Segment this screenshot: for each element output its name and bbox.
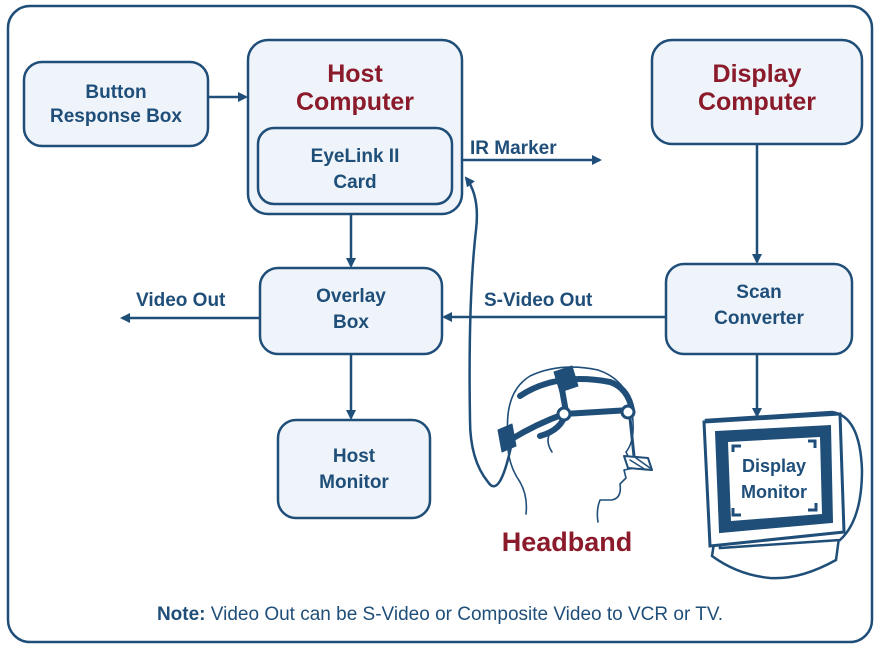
host-monitor-label-1: Host xyxy=(333,446,376,467)
scan-converter-label-1: Scan xyxy=(736,282,781,303)
s-video-out-label: S-Video Out xyxy=(484,290,593,311)
eyelink-card-label-2: Card xyxy=(333,172,376,193)
eyelink-card-box: EyeLink II Card xyxy=(256,126,454,206)
host-monitor-label-2: Monitor xyxy=(319,472,389,493)
button-box-label-2: Response Box xyxy=(50,106,182,127)
scan-converter-label-2: Converter xyxy=(714,308,804,329)
display-monitor-illustration: Display Monitor xyxy=(702,410,864,580)
display-monitor-label-2: Monitor xyxy=(741,482,807,502)
headband-illustration xyxy=(497,365,653,523)
display-monitor-label-1: Display xyxy=(742,456,806,476)
host-computer-label-1: Host xyxy=(327,60,383,88)
headband-joint-right xyxy=(620,404,636,420)
note-label: Note: xyxy=(157,604,206,625)
eye-camera-arm xyxy=(628,416,636,458)
host-monitor-box: Host Monitor xyxy=(276,418,432,520)
display-computer-label-1: Display xyxy=(713,60,802,88)
overlay-box: Overlay Box xyxy=(258,266,444,356)
note-text: Note: Video Out can be S-Video or Compos… xyxy=(157,604,723,625)
headband-joint-left xyxy=(556,406,572,422)
display-computer-label-2: Computer xyxy=(698,88,816,116)
scan-converter-box: Scan Converter xyxy=(664,262,854,356)
eye-camera xyxy=(623,455,653,471)
screen-corner-markers xyxy=(731,439,818,517)
display-computer-box: Display Computer xyxy=(650,38,864,146)
overlay-box-label-1: Overlay xyxy=(316,286,386,307)
button-box-label-1: Button xyxy=(85,82,146,103)
headband-strap-top xyxy=(517,376,635,413)
note-body: Video Out can be S-Video or Composite Vi… xyxy=(206,604,724,625)
host-computer-label-2: Computer xyxy=(296,88,414,116)
headband-cable-arrow xyxy=(464,176,514,488)
button-response-box: Button Response Box xyxy=(22,60,210,148)
eye-camera-lines xyxy=(629,457,651,471)
overlay-box-label-2: Box xyxy=(333,312,369,333)
video-out-label: Video Out xyxy=(136,290,226,311)
connectors xyxy=(120,92,762,488)
ir-marker-label: IR Marker xyxy=(470,138,557,159)
monitor-display-area xyxy=(728,437,822,521)
eyelink-card-label-1: EyeLink II xyxy=(311,146,400,167)
headband-label: Headband xyxy=(502,527,633,557)
headband-camera xyxy=(553,365,579,393)
